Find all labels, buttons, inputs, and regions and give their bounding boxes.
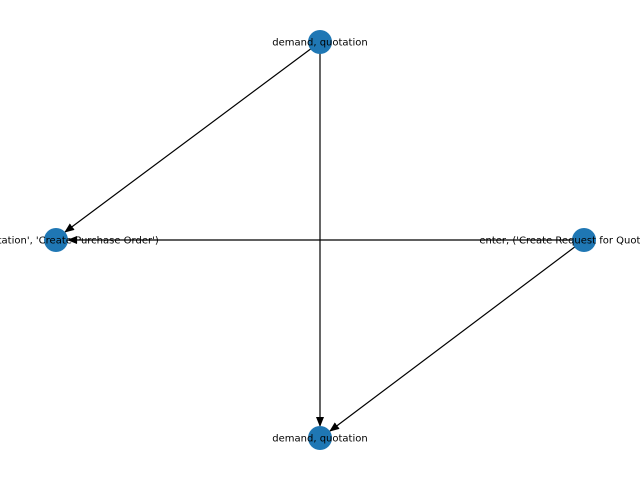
node-label-top: demand, quotation <box>272 38 367 49</box>
node-label-bottom: demand, quotation <box>272 434 367 445</box>
node-top[interactable] <box>308 30 332 54</box>
edge-top-to-left <box>64 41 321 233</box>
node-right[interactable] <box>572 228 596 252</box>
node-left[interactable] <box>44 228 68 252</box>
labels-layer: demand, quotation t for Quotation', 'Cre… <box>0 38 640 445</box>
node-label-left: t for Quotation', 'Create Purchase Order… <box>0 236 159 247</box>
node-bottom[interactable] <box>308 426 332 450</box>
edge-right-to-bottom <box>329 239 585 432</box>
edges-layer <box>64 41 585 432</box>
nodes-layer <box>44 30 596 450</box>
node-label-right: enter, ('Create Request for Quotation', … <box>479 236 640 247</box>
